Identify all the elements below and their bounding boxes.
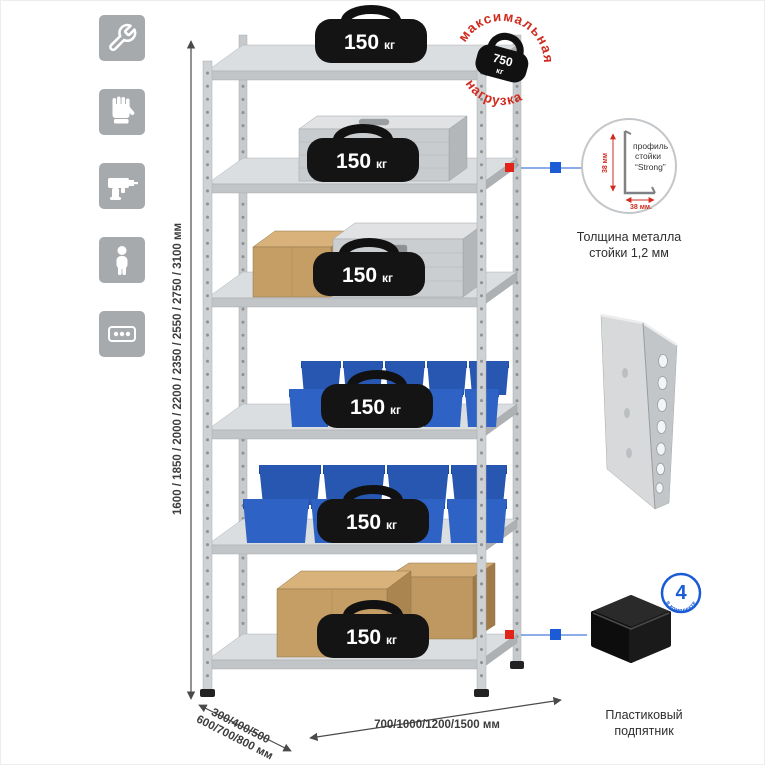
load-value: 150 bbox=[342, 264, 377, 287]
profile-detail: 38 мм 38 мм. профиль стойки “Strong” Тол… bbox=[577, 118, 681, 260]
profile-caption-1: Толщина металла bbox=[577, 230, 681, 244]
load-unit: кг bbox=[386, 633, 397, 647]
width-dimension-label: 700/1000/1200/1500 мм bbox=[374, 719, 500, 731]
stamp-load-value: 750 bbox=[491, 51, 514, 70]
height-dimension-label: 1600 / 1850 / 2000 / 2200 / 2350 / 2550 … bbox=[172, 223, 184, 515]
plastic-foot-image bbox=[591, 595, 671, 663]
connector-red-square bbox=[505, 163, 514, 172]
depth-dimension: 300/400/500 600/700/800 мм bbox=[194, 704, 292, 762]
load-value: 150 bbox=[346, 626, 381, 649]
level-icon bbox=[108, 326, 136, 342]
load-unit: кг bbox=[386, 518, 397, 532]
profile-label-1: профиль bbox=[633, 141, 669, 151]
foot-caption-1: Пластиковый bbox=[605, 708, 682, 722]
load-badge-5: 150 кг bbox=[317, 485, 429, 543]
load-unit: кг bbox=[382, 271, 393, 285]
load-value: 150 bbox=[344, 31, 379, 54]
angle-post-image bbox=[600, 313, 678, 510]
kit-badge-value: 4 bbox=[675, 582, 687, 604]
load-value: 150 bbox=[346, 511, 381, 534]
load-badge-3: 150 кг bbox=[313, 238, 425, 296]
icon-tile-person bbox=[99, 237, 145, 283]
load-unit: кг bbox=[390, 403, 401, 417]
wrench-icon bbox=[109, 23, 137, 52]
connector-red-square bbox=[505, 630, 514, 639]
load-value: 150 bbox=[350, 396, 385, 419]
person-icon bbox=[116, 246, 128, 275]
rack-back-posts bbox=[236, 34, 524, 669]
blue-bins-small-back-row bbox=[301, 361, 509, 395]
connector-top bbox=[505, 162, 582, 173]
load-badge-2: 150 кг bbox=[307, 124, 419, 182]
connector-blue-square bbox=[550, 162, 561, 173]
stamp-load-unit: кг bbox=[495, 66, 505, 77]
profile-label-2: стойки bbox=[635, 151, 661, 161]
height-dimension: 1600 / 1850 / 2000 / 2200 / 2350 / 2550 … bbox=[172, 40, 196, 700]
gloves-icon bbox=[112, 96, 135, 124]
icon-tile-drill bbox=[99, 163, 145, 209]
icon-tile-wrench bbox=[99, 15, 145, 61]
icon-tile-gloves bbox=[99, 89, 145, 135]
icon-panel bbox=[99, 15, 145, 357]
drill-icon bbox=[108, 178, 138, 200]
load-unit: кг bbox=[376, 157, 387, 171]
load-badge-6: 150 кг bbox=[317, 600, 429, 658]
profile-dim-horizontal: 38 мм. bbox=[630, 204, 652, 211]
kit-badge: 4 в комплекте bbox=[660, 572, 702, 614]
load-badge-4: 150 кг bbox=[321, 370, 433, 428]
profile-label-3: “Strong” bbox=[635, 162, 666, 172]
load-unit: кг bbox=[384, 38, 395, 52]
load-value: 150 bbox=[336, 150, 371, 173]
foot-caption-2: подпятник bbox=[614, 724, 674, 738]
connector-bottom bbox=[505, 629, 587, 640]
load-badge-1: 150 кг bbox=[315, 5, 427, 63]
icon-tile-level bbox=[99, 311, 145, 357]
connector-blue-square bbox=[550, 629, 561, 640]
width-dimension: 700/1000/1200/1500 мм bbox=[309, 696, 562, 742]
profile-caption-2: стойки 1,2 мм bbox=[589, 246, 669, 260]
shelving-rack: 150 кг 150 кг 150 кг 150 кг 150 кг bbox=[200, 5, 524, 697]
profile-dim-vertical: 38 мм bbox=[602, 153, 609, 173]
